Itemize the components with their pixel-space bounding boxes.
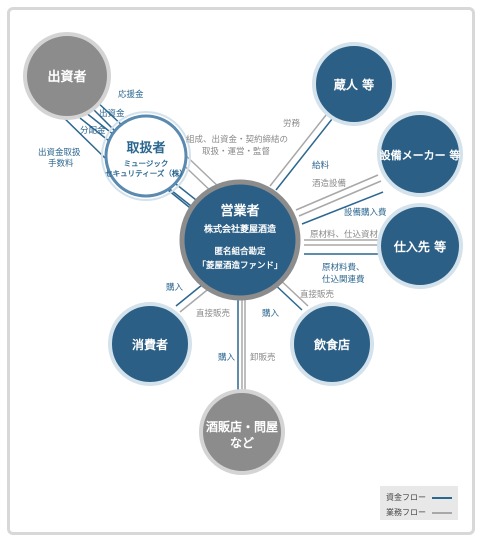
label-genzairyo-hi1: 原材料費、 — [322, 262, 365, 273]
legend: 資金フロー 業務フロー — [380, 486, 458, 520]
node-consumer: 消費者 — [108, 302, 192, 386]
label-ouenkin: 応援金 — [118, 89, 144, 100]
label-kounyu-consumer: 購入 — [166, 282, 184, 293]
line-investor-broker-money2 — [89, 105, 119, 135]
node-operator: 営業者 株式会社菱屋酒造 匿名組合勘定 「菱屋酒造ファンド」 — [179, 179, 301, 301]
flow-labels: 応援金 出資金 分配金 出資金取扱 手数料 組成、出資金・契約締結の 取扱・運営… — [38, 89, 387, 363]
label-oroshi: 卸販売 — [250, 352, 276, 363]
label-bunpaikin: 分配金 — [80, 125, 106, 136]
label-tesuryo2: 手数料 — [48, 158, 74, 169]
broker-title: 取扱者 — [126, 140, 165, 156]
label-tesuryo1: 出資金取扱 — [38, 147, 81, 158]
store-line1: 酒販店・問屋 — [206, 419, 278, 434]
operator-fund2: 「菱屋酒造ファンド」 — [197, 260, 282, 271]
legend-money-label: 資金フロー — [386, 493, 426, 502]
label-shusshikin: 出資金 — [99, 108, 125, 119]
label-kumiai1: 組成、出資金・契約締結の — [186, 134, 288, 145]
store-line2: など — [230, 436, 254, 450]
line-kurando-operator-biz — [269, 109, 331, 187]
label-genzairyo: 原材料、仕込資材 — [310, 229, 379, 240]
label-kyuryo: 給料 — [312, 160, 330, 171]
legend-business-line — [432, 512, 452, 514]
equipment-label: 設備メーカー 等 — [380, 148, 461, 162]
line-equipment-operator-money — [301, 191, 384, 225]
broker-sub2: セキュリティーズ（株） — [105, 168, 187, 178]
label-kumiai2: 取扱・運営・監督 — [202, 146, 271, 157]
node-liquor-store: 酒販店・問屋 など — [199, 389, 285, 475]
label-jozo-setsubi: 酒造設備 — [312, 178, 347, 189]
investor-label: 出資者 — [47, 69, 86, 85]
kurando-label: 蔵人 等 — [334, 77, 374, 92]
operator-company: 株式会社菱屋酒造 — [204, 223, 277, 235]
label-setsubi-kounyu: 設備購入費 — [344, 207, 387, 218]
restaurant-label: 飲食店 — [313, 337, 350, 352]
label-genzairyo-hi2: 仕込関連費 — [322, 274, 365, 285]
operator-title: 営業者 — [220, 203, 259, 219]
node-supplier: 仕入先 等 — [377, 203, 463, 289]
broker-sub1: ミュージック — [124, 158, 169, 168]
line-equipment-operator-biz — [295, 174, 379, 211]
label-chokusetsu-consumer: 直接販売 — [196, 308, 231, 319]
line-kurando-operator-money — [275, 113, 337, 191]
label-kounyu-store: 購入 — [218, 352, 236, 363]
node-restaurant: 飲食店 — [290, 302, 374, 386]
line-equipment-operator-biz2 — [298, 180, 382, 217]
label-roumu: 労務 — [283, 118, 301, 129]
node-kurando: 蔵人 等 — [312, 42, 396, 126]
legend-money-line — [432, 497, 452, 499]
consumer-label: 消費者 — [132, 337, 168, 352]
node-broker: 取扱者 ミュージック セキュリティーズ（株） — [101, 111, 191, 201]
label-chokusetsu-restaurant: 直接販売 — [300, 289, 335, 300]
supplier-label: 仕入先 等 — [393, 239, 446, 254]
node-investor: 出資者 — [23, 32, 111, 120]
operator-fund1: 匿名組合勘定 — [214, 246, 266, 257]
label-kounyu-restaurant: 購入 — [262, 308, 280, 319]
legend-business-label: 業務フロー — [386, 508, 426, 517]
node-equipment: 設備メーカー 等 — [377, 111, 463, 197]
